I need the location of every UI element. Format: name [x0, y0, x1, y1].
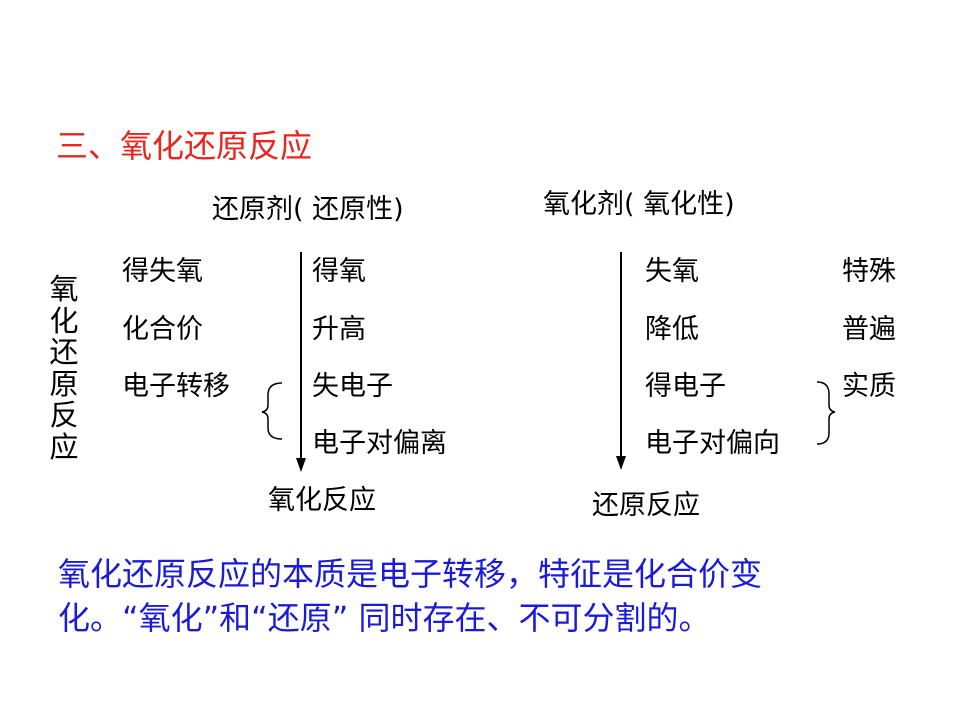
oxidizing-agent-header: 氧化剂( 氧化性) — [543, 189, 735, 220]
side-label-char: 应 — [49, 429, 79, 464]
right-brace — [816, 381, 836, 445]
characteristic-essence: 实质 — [842, 371, 896, 402]
reducing-gain-oxygen: 得氧 — [312, 256, 366, 287]
section-title: 三、氧化还原反应 — [56, 127, 313, 165]
oxidizing-gain-electron: 得电子 — [645, 371, 726, 402]
reducing-agent-header: 还原剂( 还原性) — [212, 194, 404, 225]
criterion-valence: 化合价 — [122, 314, 203, 345]
left-brace — [261, 382, 283, 440]
side-label-char: 化 — [49, 303, 79, 338]
oxidizing-electron-pair-toward: 电子对偏向 — [645, 428, 780, 459]
summary-text: 氧化还原反应的本质是电子转移，特征是化合价变 化。“氧化”和“还原” 同时存在、… — [58, 552, 918, 640]
oxidizing-lose-oxygen: 失氧 — [645, 256, 699, 287]
characteristic-special: 特殊 — [842, 256, 896, 287]
summary-line: 化。“氧化”和“还原” 同时存在、不可分割的。 — [58, 599, 711, 637]
side-label-char: 还 — [49, 335, 79, 369]
side-label-char: 氧 — [49, 272, 79, 306]
criterion-electron-transfer: 电子转移 — [122, 371, 230, 402]
summary-line: 氧化还原反应的本质是电子转移，特征是化合价变 — [58, 555, 763, 593]
oxidizing-valence-drop: 降低 — [645, 314, 699, 345]
oxidizing-arrow — [616, 252, 626, 470]
oxidation-reaction-label: 氧化反应 — [268, 485, 376, 516]
reducing-electron-pair-away: 电子对偏离 — [312, 428, 447, 459]
side-label-char: 原 — [49, 366, 79, 401]
criterion-oxygen: 得失氧 — [122, 256, 203, 287]
side-label-char: 反 — [49, 398, 79, 432]
reducing-lose-electron: 失电子 — [312, 371, 393, 402]
reducing-arrow — [296, 252, 306, 472]
reducing-valence-rise: 升高 — [312, 314, 366, 345]
side-label-vertical: 氧 化 还 原 反 应 — [48, 272, 80, 464]
reduction-reaction-label: 还原反应 — [592, 490, 700, 521]
characteristic-universal: 普遍 — [842, 314, 896, 345]
